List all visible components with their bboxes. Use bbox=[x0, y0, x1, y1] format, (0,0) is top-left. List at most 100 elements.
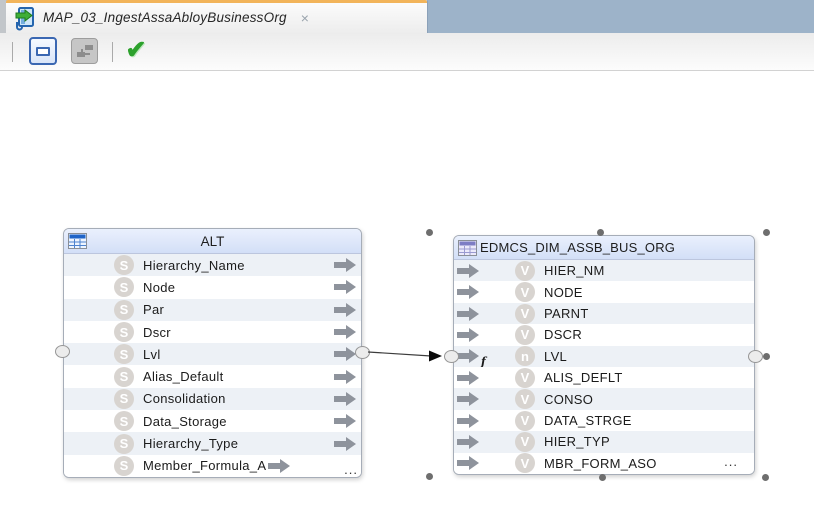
selection-handle[interactable] bbox=[599, 474, 606, 481]
table-row[interactable]: V CONSO bbox=[454, 388, 754, 410]
toolbar-separator bbox=[12, 42, 13, 62]
selection-handle[interactable] bbox=[426, 473, 433, 480]
string-type-icon: S bbox=[114, 277, 134, 298]
tab-mapping[interactable]: MAP_03_IngestAssaAbloyBusinessOrg × bbox=[6, 0, 428, 33]
input-arrow-icon[interactable] bbox=[457, 392, 479, 407]
string-type-icon: S bbox=[114, 388, 134, 409]
field-name: HIER_NM bbox=[544, 263, 605, 279]
field-name: Node bbox=[143, 279, 176, 295]
table-row[interactable]: V HIER_NM bbox=[454, 260, 754, 282]
output-connector-port[interactable] bbox=[748, 350, 763, 363]
active-tab-stripe bbox=[6, 0, 427, 3]
selection-handle[interactable] bbox=[763, 353, 770, 360]
input-arrow-icon[interactable] bbox=[457, 456, 479, 471]
selection-handle[interactable] bbox=[762, 474, 769, 481]
field-name: DSCR bbox=[544, 327, 583, 343]
string-type-icon: S bbox=[114, 255, 134, 276]
field-name: MBR_FORM_ASO bbox=[544, 455, 657, 471]
target-table-header[interactable]: EDMCS_DIM_ASSB_BUS_ORG bbox=[454, 236, 754, 260]
field-name: NODE bbox=[544, 284, 583, 300]
input-connector-port[interactable] bbox=[55, 345, 70, 358]
field-name: Alias_Default bbox=[143, 369, 224, 385]
table-row[interactable]: S Consolidation bbox=[64, 387, 361, 411]
varchar-type-icon: V bbox=[515, 303, 535, 324]
output-arrow-icon[interactable] bbox=[334, 302, 356, 317]
tab-bar-corner bbox=[0, 0, 6, 33]
validate-button[interactable]: ✔ bbox=[120, 34, 152, 66]
output-arrow-icon[interactable] bbox=[334, 414, 356, 429]
table-row[interactable]: S Dscr bbox=[64, 320, 361, 344]
table-icon bbox=[458, 239, 477, 256]
field-name: Data_Storage bbox=[143, 413, 227, 429]
table-row[interactable]: V DATA_STRGE bbox=[454, 409, 754, 432]
input-arrow-icon[interactable] bbox=[457, 327, 479, 342]
output-arrow-icon[interactable] bbox=[334, 369, 356, 384]
varchar-type-icon: V bbox=[515, 453, 535, 474]
field-name: Consolidation bbox=[143, 391, 226, 407]
field-name: Member_Formula_A bbox=[143, 458, 267, 474]
target-table-rows: V HIER_NM V NODE V PARNT V DSCR f n bbox=[454, 260, 754, 474]
string-type-icon: S bbox=[114, 433, 134, 454]
output-arrow-icon[interactable] bbox=[334, 391, 356, 406]
field-name: DATA_STRGE bbox=[544, 413, 632, 429]
varchar-type-icon: V bbox=[515, 367, 535, 388]
input-arrow-icon[interactable] bbox=[457, 413, 479, 428]
output-arrow-icon[interactable] bbox=[268, 458, 291, 473]
checkmark-icon: ✔ bbox=[125, 36, 147, 64]
table-row[interactable]: V HIER_TYP bbox=[454, 431, 754, 453]
input-arrow-icon[interactable] bbox=[457, 434, 479, 449]
table-row[interactable]: S Par bbox=[64, 298, 361, 321]
varchar-type-icon: V bbox=[515, 324, 535, 345]
table-row[interactable]: S Lvl bbox=[64, 343, 361, 366]
more-fields-indicator[interactable]: ... bbox=[344, 462, 358, 477]
target-table-title: EDMCS_DIM_ASSB_BUS_ORG bbox=[480, 240, 676, 255]
output-arrow-icon[interactable] bbox=[334, 258, 356, 273]
expression-marker: f bbox=[481, 354, 486, 368]
input-arrow-icon[interactable] bbox=[457, 370, 479, 385]
string-type-icon: S bbox=[114, 322, 134, 343]
output-arrow-icon[interactable] bbox=[334, 325, 356, 340]
logical-view-button[interactable] bbox=[29, 37, 57, 65]
selection-handle[interactable] bbox=[763, 229, 770, 236]
selection-handle[interactable] bbox=[426, 229, 433, 236]
output-arrow-icon[interactable] bbox=[334, 347, 356, 362]
table-row[interactable]: V NODE bbox=[454, 281, 754, 303]
source-table-header[interactable]: ALT bbox=[64, 229, 361, 254]
input-arrow-icon[interactable] bbox=[457, 306, 479, 321]
field-name: Hierarchy_Type bbox=[143, 436, 239, 452]
source-table-alt[interactable]: ALT S Hierarchy_Name S Node S Par S Dscr bbox=[55, 228, 370, 478]
table-row[interactable]: S Alias_Default bbox=[64, 365, 361, 388]
table-row[interactable]: S Node bbox=[64, 276, 361, 299]
varchar-type-icon: V bbox=[515, 282, 535, 303]
tab-close-icon[interactable]: × bbox=[300, 9, 309, 26]
more-fields-indicator[interactable]: ... bbox=[724, 454, 738, 469]
table-row[interactable]: S Member_Formula_A bbox=[64, 454, 361, 477]
table-row[interactable]: S Hierarchy_Name bbox=[64, 254, 361, 277]
varchar-type-icon: V bbox=[515, 410, 535, 431]
output-arrow-icon[interactable] bbox=[334, 280, 356, 295]
field-name: CONSO bbox=[544, 391, 594, 407]
input-arrow-icon[interactable] bbox=[457, 263, 479, 278]
field-name: LVL bbox=[544, 348, 568, 364]
table-row[interactable]: S Hierarchy_Type bbox=[64, 432, 361, 455]
source-table-rows: S Hierarchy_Name S Node S Par S Dscr S bbox=[64, 254, 361, 477]
logical-view-icon bbox=[36, 46, 50, 56]
field-name: HIER_TYP bbox=[544, 434, 610, 450]
table-row[interactable]: V PARNT bbox=[454, 302, 754, 325]
output-arrow-icon[interactable] bbox=[334, 436, 356, 451]
varchar-type-icon: V bbox=[515, 431, 535, 452]
physical-view-button-disabled bbox=[71, 38, 98, 64]
target-table-edmcs[interactable]: EDMCS_DIM_ASSB_BUS_ORG V HIER_NM V NODE … bbox=[444, 235, 763, 475]
field-name: ALIS_DEFLT bbox=[544, 370, 623, 386]
table-row[interactable]: S Data_Storage bbox=[64, 410, 361, 433]
selection-handle[interactable] bbox=[597, 229, 604, 236]
table-row[interactable]: V ALIS_DEFLT bbox=[454, 367, 754, 389]
mapping-connection-line[interactable] bbox=[355, 338, 459, 372]
editor-tab-bar: MAP_03_IngestAssaAbloyBusinessOrg × bbox=[0, 0, 814, 33]
input-arrow-icon[interactable] bbox=[457, 285, 479, 300]
input-arrow-icon[interactable] bbox=[457, 349, 479, 364]
table-row-mapped-lvl[interactable]: f n LVL bbox=[454, 345, 754, 368]
table-row[interactable]: V MBR_FORM_ASO bbox=[454, 452, 754, 474]
input-connector-port[interactable] bbox=[444, 350, 459, 363]
table-row[interactable]: V DSCR bbox=[454, 324, 754, 346]
